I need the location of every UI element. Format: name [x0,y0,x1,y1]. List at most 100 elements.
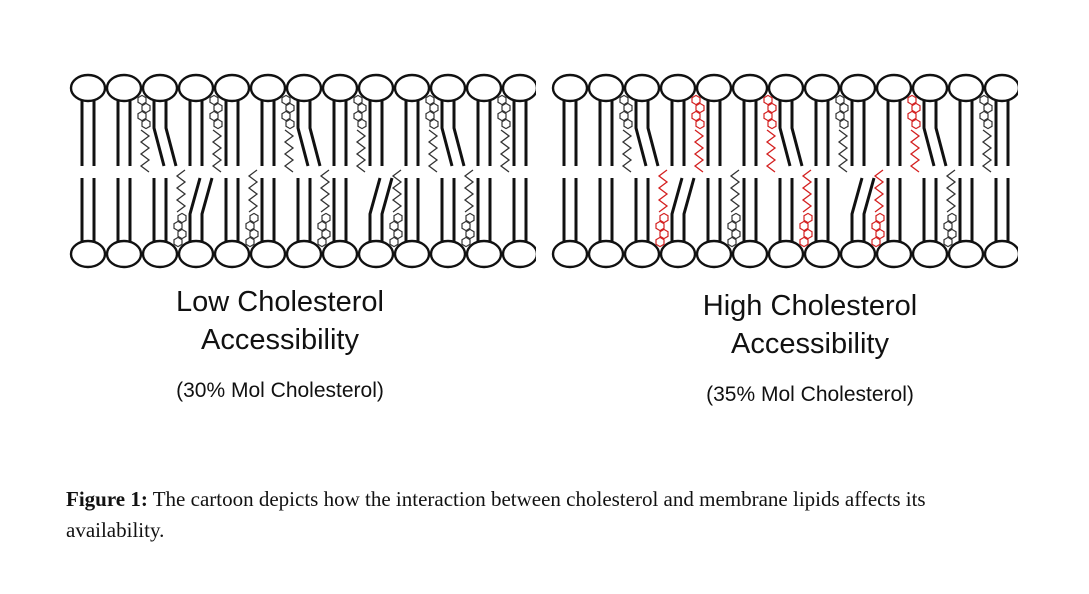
cholesterol [353,94,367,173]
lipid-head [875,73,913,103]
cholesterol [281,94,295,173]
cholesterol [943,169,957,248]
lipid-head [623,239,661,269]
phospholipid-top [731,73,769,166]
phospholipid-top [695,73,733,166]
sterol-ring [321,212,331,224]
phospholipid-bottom [429,178,467,269]
lipid-head [623,73,661,103]
lipid-head [285,239,323,269]
lipid-head [501,73,536,103]
phospholipid-bottom [393,178,431,269]
sterol-ring [501,118,511,130]
kinked-lipid-top [141,73,179,167]
lipid-tail [634,101,648,167]
sterol-ring [389,236,399,248]
phospholipid-bottom [213,178,251,269]
lipid-tail [682,177,696,241]
lipid-head [429,239,467,269]
lipid-tail [850,177,864,241]
lipid-head [587,239,625,269]
sterol-ring [141,102,151,114]
cholesterol-tail [837,129,849,173]
sterol-ring [353,110,363,122]
low-bilayer-diagram [69,73,536,269]
cholesterol-tail [499,129,511,173]
cholesterol [835,94,849,173]
lipid-head [551,239,589,269]
cholesterol [497,94,511,173]
lipid-tail [790,101,804,167]
phospholipid-bottom [731,178,769,269]
lipid-tail [922,101,936,167]
kinked-lipid-bottom [659,177,697,269]
sterol-ring [731,228,741,240]
sterol-ring [393,212,403,224]
phospholipid-top [105,73,143,166]
phospholipid-top [587,73,625,166]
accessible-cholesterol [871,169,885,248]
sterol-ring [695,118,705,130]
phospholipid-top [551,73,589,166]
lipid-head [695,73,733,103]
low-panel-title: Low Cholesterol Accessibility [120,283,440,359]
accessible-cholesterol [655,169,669,248]
cholesterol [209,94,223,173]
lipid-head [465,73,503,103]
sterol-ring [357,118,367,130]
high-panel-title: High Cholesterol Accessibility [650,287,970,363]
lipid-head [429,73,467,103]
sterol-ring [803,228,813,240]
sterol-ring [177,212,187,224]
cholesterol-tail [463,169,475,213]
phospholipid-top [393,73,431,166]
lipid-head [393,239,431,269]
lipid-head [551,73,589,103]
cholesterol-tail [391,169,403,213]
cholesterol-tail [657,169,669,213]
sterol-ring [871,236,881,248]
lipid-head [213,73,251,103]
phospholipid-top [501,73,536,166]
lipid-head [695,239,733,269]
sterol-ring [389,220,399,232]
lipid-head [69,239,107,269]
cholesterol-tail [801,169,813,213]
lipid-head [911,73,949,103]
lipid-head [731,73,769,103]
cholesterol-tail [765,129,777,173]
sterol-ring [731,212,741,224]
low-title-line2: Accessibility [201,324,359,356]
sterol-ring [659,228,669,240]
accessible-cholesterol [763,94,777,173]
lipid-tail [308,101,322,167]
phospholipid-bottom [911,178,949,269]
sterol-ring [979,110,989,122]
sterol-ring [209,110,219,122]
lipid-head [393,73,431,103]
phospholipid-bottom [105,178,143,269]
lipid-head [249,239,287,269]
phospholipid-bottom [803,178,841,269]
lipid-tail [164,101,178,167]
sterol-ring [727,220,737,232]
phospholipid-top [213,73,251,166]
phospholipid-top [465,73,503,166]
low-accessibility-bilayer [66,66,536,276]
lipid-head [875,239,913,269]
lipid-tail [152,101,166,167]
lipid-tail [646,101,660,167]
cholesterol-tail [621,129,633,173]
cholesterol [137,94,151,173]
lipid-tail [200,177,214,241]
cholesterol [619,94,633,173]
sterol-ring [425,94,435,106]
sterol-ring [429,118,439,130]
lipid-tail [670,177,684,241]
high-title-line1: High Cholesterol [702,290,918,322]
phospholipid-bottom [623,178,661,269]
sterol-ring [803,212,813,224]
lipid-head [69,73,107,103]
sterol-ring [425,110,435,122]
lipid-head [983,239,1018,269]
